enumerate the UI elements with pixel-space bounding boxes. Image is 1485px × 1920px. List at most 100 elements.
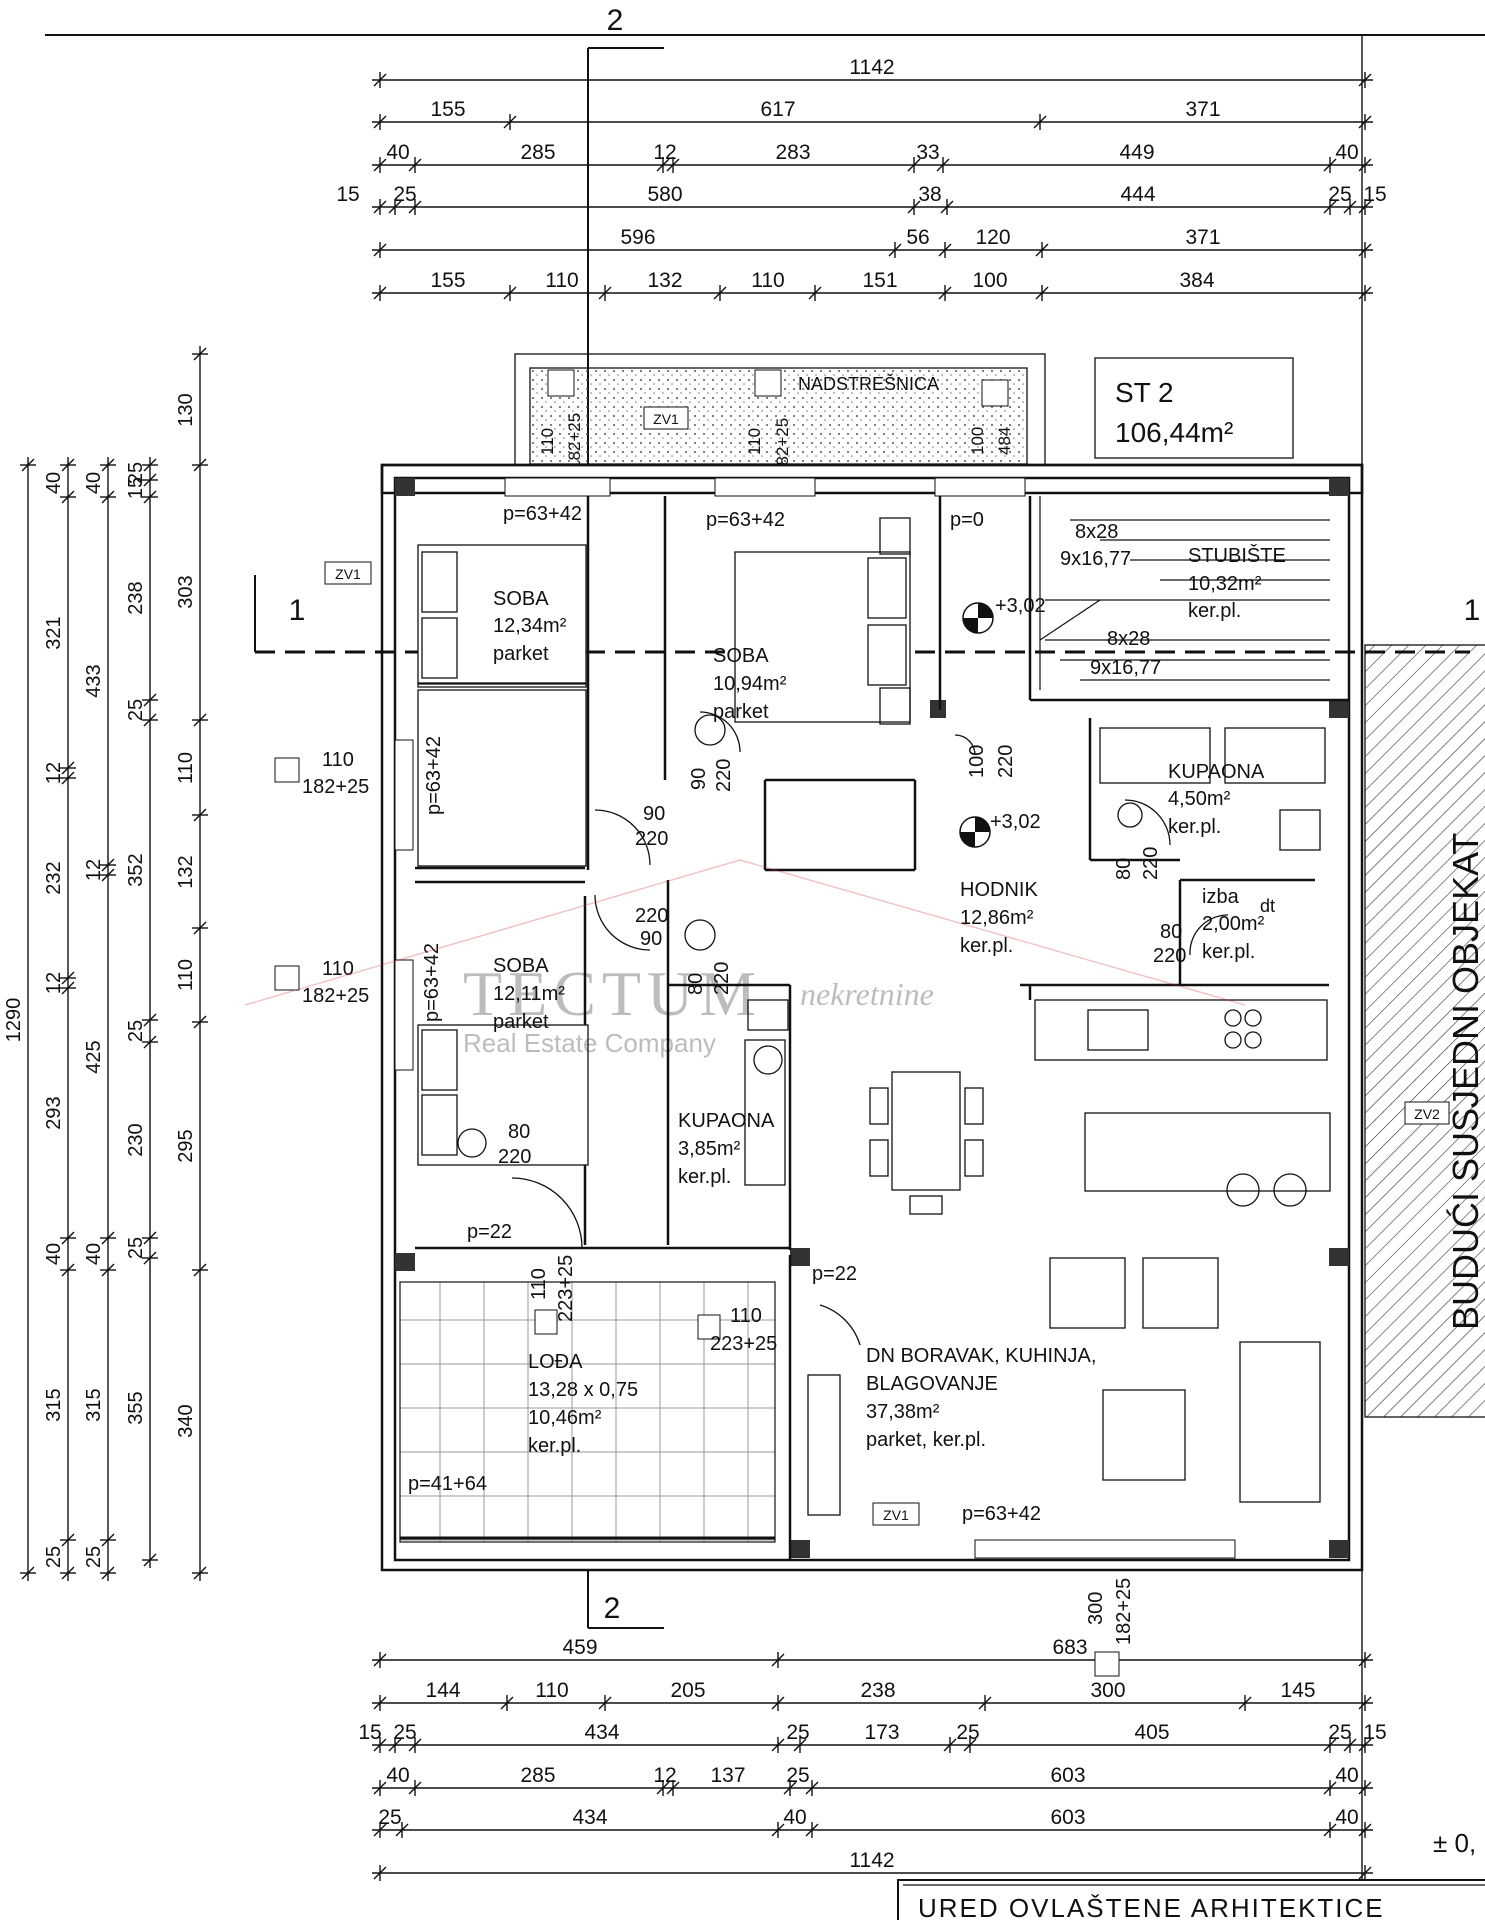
ann: 182+25: [302, 985, 369, 1007]
ann: 90: [643, 803, 665, 825]
room-soba-1: SOBA 12,34m² parket: [493, 588, 567, 665]
section-1-right-label: 1: [1464, 594, 1481, 627]
room-name-line1: DN BORAVAK, KUHINJA,: [866, 1345, 1096, 1367]
zv1-canopy-label: ZV1: [653, 411, 679, 427]
living-vent: [697, 1314, 721, 1340]
zv2-box: [1404, 1101, 1450, 1125]
room-boravak: DN BORAVAK, KUHINJA, BLAGOVANJE 37,38m² …: [866, 1345, 1096, 1451]
room-stubiste: STUBIŠTE 10,32m² ker.pl.: [1188, 544, 1286, 622]
left-c3-label: 40: [83, 472, 105, 494]
top-r6-label: 100: [972, 269, 1007, 292]
top-r3-label: 12: [653, 141, 676, 164]
top-r4-label: 25: [393, 183, 416, 206]
bot-r2-label: 205: [670, 1679, 705, 1702]
ann: 220: [635, 828, 668, 850]
ann: p=0: [950, 509, 984, 531]
left-c2-label: 293: [43, 1096, 65, 1129]
ann: 110: [322, 749, 354, 771]
bot-r2-label: 145: [1280, 1679, 1315, 1702]
bot-r4-label: 40: [1335, 1764, 1358, 1787]
bot-r4-label: 25: [786, 1764, 809, 1787]
room-name: izba: [1202, 886, 1240, 908]
room-area: 4,50m²: [1168, 788, 1231, 810]
bot-r3-label: 25: [956, 1721, 979, 1744]
top-r5-label: 371: [1185, 226, 1220, 249]
bot-r3-label: 15: [358, 1721, 381, 1744]
left-c4-label: 238: [125, 581, 147, 614]
left-c2-label: 12: [43, 762, 65, 784]
bot-r1-label: 683: [1052, 1636, 1087, 1659]
stairs-top-a: 8x28: [1075, 521, 1118, 543]
watermark-brand: TECTUM: [463, 958, 762, 1029]
kitchen-counter: [1034, 999, 1331, 1207]
canopy-vent-2: [754, 369, 782, 397]
bathroom-1-fixtures: [1099, 727, 1326, 851]
top-r6-label: 132: [647, 269, 682, 292]
bed-2: [734, 517, 911, 725]
left-c3-label: 425: [83, 1040, 105, 1073]
room-area: 37,38m²: [866, 1401, 940, 1423]
room-area: 10,94m²: [713, 673, 787, 695]
room-name-line2: BLAGOVANJE: [866, 1373, 998, 1395]
ann: 110: [528, 1268, 550, 1300]
bot-r2-label: 300: [1090, 1679, 1125, 1702]
ann: 110: [322, 958, 354, 980]
ann: 220: [1153, 945, 1186, 967]
loggia-vent: [534, 1309, 558, 1335]
stairs-bottom-b: 9x16,77: [1090, 657, 1161, 679]
unit-id: ST 2: [1115, 377, 1174, 408]
top-r5-label: 596: [620, 226, 655, 249]
zv1-bottom-label: ZV1: [883, 1507, 909, 1523]
canopy-w484: 484: [995, 427, 1014, 455]
room-lodja: LOĐA 13,28 x 0,75 10,46m² ker.pl.: [528, 1351, 638, 1457]
top-r3-label: 285: [520, 141, 555, 164]
zv1-bottom-box: [872, 1502, 920, 1526]
bot-r2-label: 110: [535, 1679, 568, 1702]
ann: 223+25: [555, 1255, 577, 1322]
room-izba: izba 2,00m² ker.pl. dt: [1202, 886, 1275, 963]
canopy-label: NADSTREŠNICA: [798, 373, 939, 394]
section-2-top-label: 2: [607, 4, 624, 37]
room-name: KUPAONA: [678, 1110, 775, 1132]
bot-r1-label: 459: [562, 1636, 597, 1659]
top-r6-label: 110: [545, 269, 578, 292]
ann: 182+25: [1113, 1578, 1135, 1645]
left-c4-label: 25: [125, 1237, 147, 1259]
bed-1: [417, 544, 587, 688]
room-name: SOBA: [713, 645, 769, 667]
left-c4-label: 15: [125, 477, 147, 499]
left-c1-label: 1290: [3, 998, 25, 1043]
room-name: HODNIK: [960, 879, 1038, 901]
neighbor-building: [1364, 644, 1485, 1418]
stairs-top-b: 9x16,77: [1060, 548, 1131, 570]
bot-r5-label: 25: [378, 1806, 401, 1829]
room-name: SOBA: [493, 588, 549, 610]
ann: 220: [711, 962, 733, 995]
ann: p=63+42: [706, 509, 785, 531]
left-c4-label: 355: [125, 1391, 147, 1424]
ann: 220: [498, 1146, 531, 1168]
canopy-w100: 100: [968, 427, 987, 455]
room-floor: ker.pl.: [1188, 600, 1241, 622]
room-kupaona-2: KUPAONA 3,85m² ker.pl.: [678, 1110, 775, 1188]
ann: p=63+42: [421, 943, 443, 1022]
room-name: KUPAONA: [1168, 761, 1265, 783]
canopy-vent-3: [981, 379, 1009, 407]
ann: 80: [1113, 858, 1135, 880]
left-c5-label: 340: [175, 1404, 197, 1437]
bot-r5-label: 40: [1335, 1806, 1358, 1829]
top-r6-label: 384: [1179, 269, 1214, 292]
ann: 223+25: [710, 1333, 777, 1355]
zv1-left-box: [324, 561, 372, 585]
watermark-line-1: [244, 859, 741, 1006]
bot-r3-label: 25: [786, 1721, 809, 1744]
bottom-vent: [1094, 1651, 1120, 1677]
top-r4-label: 580: [647, 183, 682, 206]
room-size: 13,28 x 0,75: [528, 1379, 638, 1401]
room-floor: parket: [493, 643, 549, 665]
left-c2-label: 232: [43, 861, 65, 894]
canopy-w110b: 110: [745, 428, 764, 455]
